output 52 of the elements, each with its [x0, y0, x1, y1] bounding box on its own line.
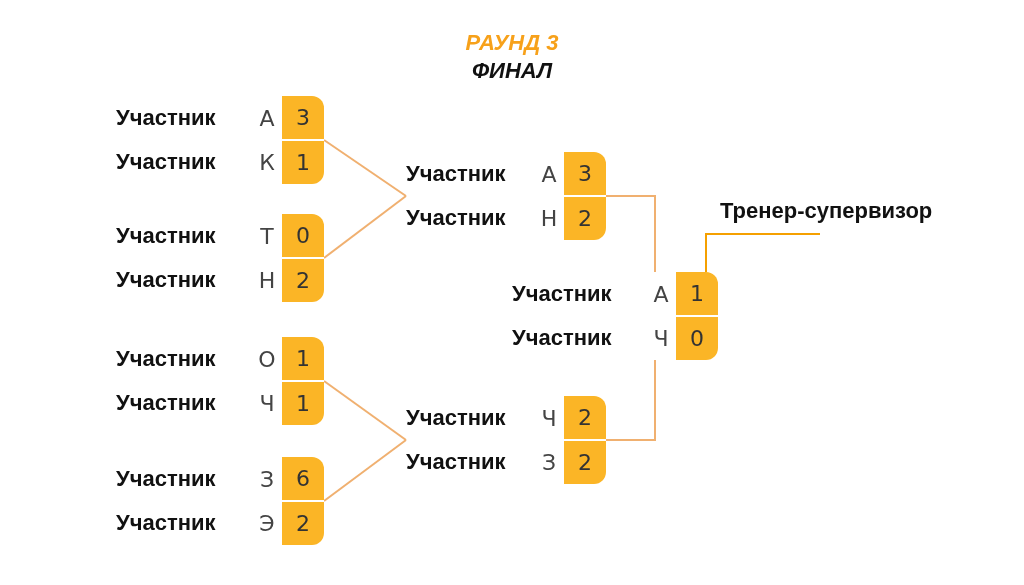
- bracket-line: [323, 439, 407, 502]
- bracket-line: [605, 359, 656, 441]
- participant-letter: А: [540, 161, 558, 187]
- score: 2: [282, 500, 324, 545]
- round-title: РАУНД 3: [464, 30, 560, 56]
- score: 1: [282, 139, 324, 184]
- leader-line: [705, 233, 821, 273]
- participant-name: Участник: [116, 149, 216, 175]
- participant-letter: Н: [257, 267, 277, 293]
- participant-name: Участник: [512, 281, 612, 307]
- participant-name: Участник: [116, 267, 216, 293]
- score: 3: [295, 104, 311, 132]
- score: 0: [295, 222, 311, 250]
- score: 1: [295, 345, 311, 373]
- bracket-line: [323, 139, 407, 197]
- participant-name: Участник: [116, 346, 216, 372]
- participant-name: Участник: [116, 223, 216, 249]
- participant-letter: Т: [259, 223, 275, 249]
- participant-letter: Ч: [652, 325, 670, 351]
- participant-name: Участник: [116, 105, 216, 131]
- score: 1: [282, 380, 324, 425]
- participant-letter: Н: [539, 205, 559, 231]
- score: 1: [689, 280, 705, 308]
- score: 2: [577, 404, 593, 432]
- participant-letter: З: [540, 449, 558, 475]
- participant-letter: О: [257, 346, 277, 372]
- participant-letter: А: [652, 281, 670, 307]
- participant-letter: К: [258, 149, 276, 175]
- score: 2: [282, 257, 324, 302]
- participant-name: Участник: [406, 405, 506, 431]
- participant-name: Участник: [116, 466, 216, 492]
- participant-letter: Ч: [540, 405, 558, 431]
- participant-name: Участник: [116, 510, 216, 536]
- bracket-line: [323, 380, 407, 441]
- participant-letter: Э: [258, 510, 276, 536]
- score: 3: [577, 160, 593, 188]
- stage-title: ФИНАЛ: [470, 58, 554, 84]
- score: 0: [676, 315, 718, 360]
- participant-letter: Ч: [258, 390, 276, 416]
- participant-name: Участник: [116, 390, 216, 416]
- participant-name: Участник: [406, 205, 506, 231]
- participant-letter: А: [258, 105, 276, 131]
- participant-letter: З: [258, 466, 276, 492]
- score: 2: [564, 439, 606, 484]
- participant-name: Участник: [512, 325, 612, 351]
- score: 6: [295, 465, 311, 493]
- bracket-line: [605, 195, 656, 273]
- participant-name: Участник: [406, 161, 506, 187]
- bracket-line: [323, 195, 407, 259]
- participant-name: Участник: [406, 449, 506, 475]
- role-label: Тренер-супервизор: [720, 198, 933, 224]
- score: 2: [564, 195, 606, 240]
